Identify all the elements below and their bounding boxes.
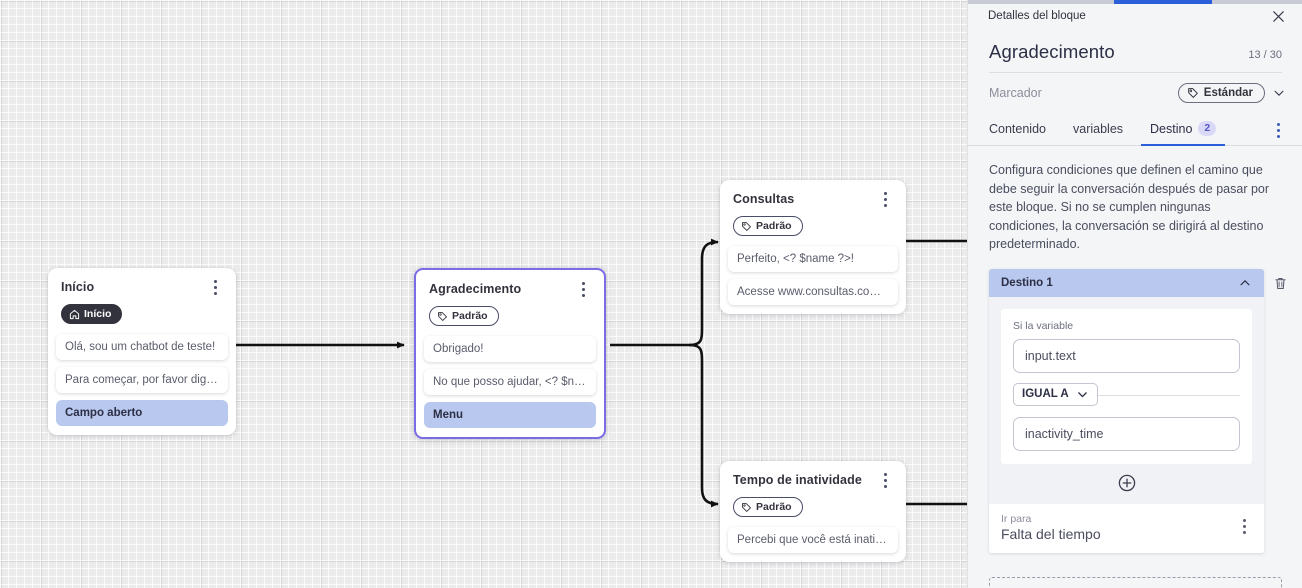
operator-select[interactable]: IGUAL A xyxy=(1013,382,1098,406)
tab-label: Contenido xyxy=(989,121,1046,136)
kebab-menu-icon[interactable] xyxy=(1272,122,1286,139)
node-tag-badge: Padrão xyxy=(429,306,499,326)
node-message[interactable]: Percebi que você está inativo. C... xyxy=(728,526,898,553)
node-title: Tempo de inatividade xyxy=(733,473,862,487)
title-divider xyxy=(989,72,1282,73)
marcador-label: Marcador xyxy=(989,86,1042,100)
node-message[interactable]: Obrigado! xyxy=(424,335,596,362)
node-menu-icon[interactable] xyxy=(209,279,223,295)
node-tag-label: Início xyxy=(84,308,112,320)
condition-label: Si la variable xyxy=(1013,319,1074,332)
variable-input[interactable]: input.text xyxy=(1013,338,1240,373)
active-tab-accent-bar xyxy=(1114,0,1212,4)
trash-icon[interactable] xyxy=(1272,275,1289,292)
panel-header: Detalles del bloque xyxy=(968,4,1302,28)
tab-contenido[interactable]: Contenido xyxy=(989,117,1046,145)
home-icon xyxy=(69,309,80,319)
comparison-value-input[interactable]: inactivity_time xyxy=(1013,416,1240,451)
tag-icon xyxy=(742,502,751,512)
character-count: 13 / 30 xyxy=(1248,49,1282,61)
destination-title: Destino 1 xyxy=(1001,276,1053,289)
page-title: Agradecimento xyxy=(989,41,1115,62)
chevron-down-icon[interactable] xyxy=(1272,86,1286,100)
node-title: Início xyxy=(61,280,95,294)
chevron-down-icon xyxy=(1077,391,1087,397)
node-message-highlighted[interactable]: Menu xyxy=(424,401,596,428)
goto-label: Ir para xyxy=(1001,512,1032,525)
node-header: Agradecimento Padrão xyxy=(416,270,604,336)
node-tag-badge: Padrão xyxy=(733,216,803,236)
tag-icon xyxy=(1187,88,1198,98)
block-title-row: Agradecimento 13 / 30 xyxy=(968,28,1302,63)
node-message[interactable]: Para começar, por favor digite o ... xyxy=(56,366,228,393)
operator-label: IGUAL A xyxy=(1022,388,1069,400)
flow-edges xyxy=(236,238,967,508)
marcador-chip-label: Estándar xyxy=(1203,87,1253,99)
node-tag-label: Padrão xyxy=(452,310,488,322)
node-menu-icon[interactable] xyxy=(879,191,893,207)
node-tag-badge: Início xyxy=(61,304,123,324)
node-title: Consultas xyxy=(733,192,795,206)
kebab-menu-icon[interactable] xyxy=(1238,519,1252,535)
node-messages: Perfeito, <? $name ?>! Acesse www.consul… xyxy=(720,245,906,314)
node-header: Início Início xyxy=(48,268,236,334)
tab-variables[interactable]: variables xyxy=(1073,117,1123,145)
tab-label: Destino xyxy=(1150,121,1193,136)
destination-description: Configura condiciones que definen el cam… xyxy=(989,163,1270,251)
node-menu-icon[interactable] xyxy=(577,281,591,297)
tab-destino[interactable]: Destino 2 xyxy=(1140,116,1226,146)
edge-agradecimento-consultas xyxy=(688,238,719,347)
panel-header-title: Detalles del bloque xyxy=(988,10,1086,22)
node-menu-icon[interactable] xyxy=(879,472,893,488)
node-messages: Obrigado! No que posso ajudar, <? $name … xyxy=(416,335,604,437)
goto-row[interactable]: Ir para Falta del tiempo xyxy=(989,503,1264,553)
operator-row: IGUAL A xyxy=(1013,382,1240,408)
panel-tabs: Contenido variables Destino 2 xyxy=(968,116,1302,146)
panel-body: Agradecimento 13 / 30 Marcador Estándar xyxy=(968,28,1302,588)
add-destination-button[interactable]: Agregar destino xyxy=(989,576,1282,588)
flow-node-tempo-inatividade[interactable]: Tempo de inatividade Padrão Percebi que … xyxy=(720,461,906,562)
tab-badge-count: 2 xyxy=(1198,121,1217,136)
block-details-panel: Detalles del bloque Agradecimento 13 / 3… xyxy=(967,0,1302,588)
tag-icon xyxy=(438,311,447,321)
condition-box: Si la variable input.text IGUAL A xyxy=(1001,308,1252,464)
edge-agradecimento-inatividade xyxy=(688,343,719,508)
node-message[interactable]: Olá, sou um chatbot de teste! xyxy=(56,333,228,360)
node-message[interactable]: Perfeito, <? $name ?>! xyxy=(728,245,898,272)
add-condition-button[interactable] xyxy=(1001,464,1252,504)
flow-node-inicio[interactable]: Início Início Olá, sou um chatbot de tes… xyxy=(48,268,236,435)
tag-icon xyxy=(742,221,751,231)
node-messages: Olá, sou um chatbot de teste! Para começ… xyxy=(48,333,236,435)
marcador-row: Marcador Estándar xyxy=(968,73,1302,103)
destination-condition-area: Si la variable input.text IGUAL A xyxy=(989,297,1264,504)
flow-node-consultas[interactable]: Consultas Padrão Perfeito, <? $name ?>! … xyxy=(720,180,906,314)
destination-header[interactable]: Destino 1 xyxy=(989,268,1264,297)
plus-circle-icon xyxy=(1118,474,1135,491)
node-header: Consultas Padrão xyxy=(720,180,906,246)
close-icon[interactable] xyxy=(1271,9,1286,24)
node-header: Tempo de inatividade Padrão xyxy=(720,461,906,527)
node-message-highlighted[interactable]: Campo aberto xyxy=(56,399,228,426)
destination-section: Destino 1 Si la variable input.text xyxy=(968,254,1302,553)
destination-card: Destino 1 Si la variable input.text xyxy=(989,268,1264,553)
tab-label: variables xyxy=(1073,121,1124,136)
node-message[interactable]: Acesse www.consultas.com par... xyxy=(728,278,898,305)
marcador-chip[interactable]: Estándar xyxy=(1177,83,1265,103)
node-title: Agradecimento xyxy=(429,282,522,296)
node-tag-badge: Padrão xyxy=(733,497,803,517)
flow-canvas[interactable]: Início Início Olá, sou um chatbot de tes… xyxy=(0,0,967,588)
chevron-up-icon[interactable] xyxy=(1238,276,1252,290)
goto-value: Falta del tiempo xyxy=(1001,525,1101,542)
node-tag-label: Padrão xyxy=(756,501,792,513)
operator-divider xyxy=(1013,394,1240,396)
node-message[interactable]: No que posso ajudar, <? $name ... xyxy=(424,368,596,395)
node-tag-label: Padrão xyxy=(756,220,792,232)
node-messages: Percebi que você está inativo. C... xyxy=(720,526,906,562)
flow-node-agradecimento[interactable]: Agradecimento Padrão Obrigado! No que po… xyxy=(414,268,606,439)
